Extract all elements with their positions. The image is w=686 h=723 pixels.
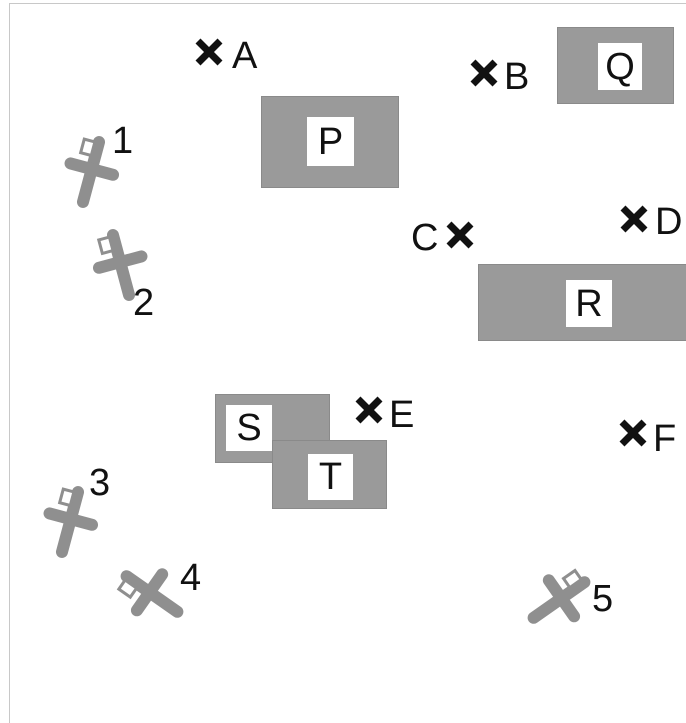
building-t: T [272, 440, 387, 509]
building-q-label: Q [598, 43, 642, 90]
x-mark-icon-c [449, 224, 471, 246]
plane-label-3: 3 [89, 462, 111, 504]
marker-label-f: F [653, 418, 677, 460]
frame-border [9, 3, 686, 723]
marker-label-d: D [655, 201, 683, 243]
building-r: R [478, 264, 686, 341]
x-mark-icon-e [358, 399, 380, 421]
marker-label-a: A [232, 35, 258, 77]
x-mark-icon-f [622, 422, 644, 444]
building-p-label: P [307, 117, 354, 166]
building-r-label: R [566, 280, 612, 327]
x-mark-icon-d [623, 208, 645, 230]
marker-label-b: B [504, 56, 530, 98]
building-s-label: S [226, 405, 272, 451]
plane-label-5: 5 [592, 578, 614, 620]
plane-label-1: 1 [112, 120, 134, 162]
building-q: Q [557, 27, 674, 104]
x-mark-icon-b [473, 62, 495, 84]
plane-label-4: 4 [180, 557, 202, 599]
building-t-label: T [308, 454, 353, 500]
building-p: P [261, 96, 399, 188]
plane-label-2: 2 [133, 282, 155, 324]
marker-label-e: E [389, 394, 415, 436]
marker-label-c: C [411, 217, 439, 259]
x-mark-icon-a [198, 41, 220, 63]
map-graphics [31, 0, 686, 646]
map-canvas: P Q R S T [9, 0, 686, 723]
